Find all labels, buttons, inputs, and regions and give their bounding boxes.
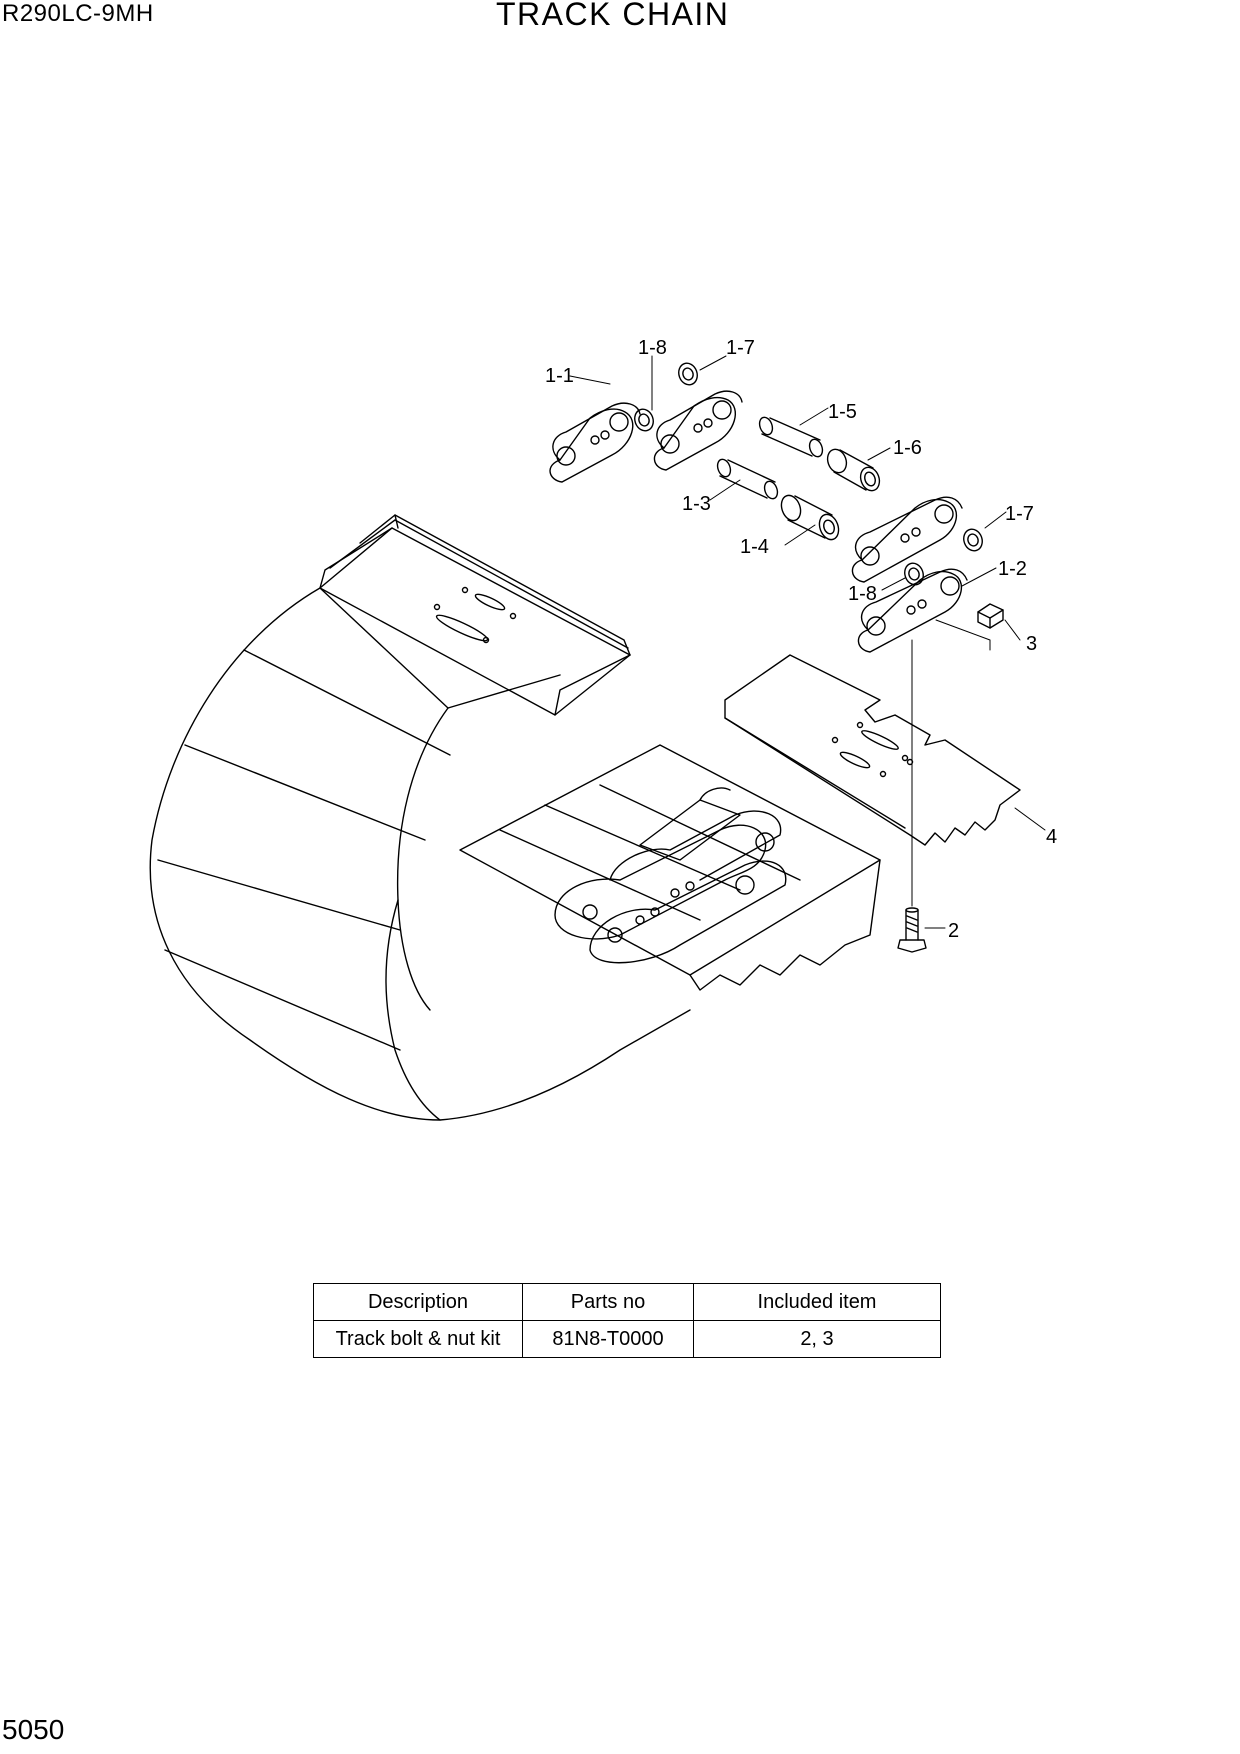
callout-1-8-top: 1-8 (638, 337, 667, 359)
kit-included-item-cell: 2, 3 (693, 1320, 941, 1358)
kit-table-header: Parts no (522, 1283, 694, 1321)
kit-table-header: Included item (693, 1283, 941, 1321)
upper-track-shoe (319, 514, 631, 716)
kit-table-header: Description (313, 1283, 523, 1321)
track-shoe (724, 654, 1021, 846)
callout-1-7-top: 1-7 (726, 337, 755, 359)
table-row: Track bolt & nut kit 81N8-T0000 2, 3 (313, 1320, 941, 1358)
track-nut (977, 603, 1004, 629)
seal-ring-1-7-top (678, 362, 698, 386)
kit-description-cell: Track bolt & nut kit (313, 1320, 523, 1358)
track-link-middle (653, 390, 743, 471)
seal-ring-1-8-right (904, 562, 924, 586)
callout-1-4: 1-4 (740, 536, 769, 558)
seal-ring-1-7-right (963, 528, 983, 552)
lower-chain-section (459, 744, 881, 991)
callout-1-5: 1-5 (828, 401, 857, 423)
kit-parts-no-cell: 81N8-T0000 (522, 1320, 694, 1358)
track-assembly-outline (149, 587, 691, 1121)
callout-2: 2 (948, 920, 959, 942)
kit-table: Description Parts no Included item Track… (313, 1283, 941, 1358)
page-title: TRACK CHAIN (496, 0, 730, 32)
track-pin-upper (758, 416, 824, 458)
track-link-right-lower (857, 568, 968, 653)
callout-1-3: 1-3 (682, 493, 711, 515)
page-number: 5050 (2, 1714, 65, 1745)
track-pin-lower (716, 458, 779, 500)
track-link-right-upper (851, 496, 963, 583)
model-number: R290LC-9MH (2, 0, 154, 27)
callout-leaders (569, 355, 1046, 929)
callout-1-6: 1-6 (893, 437, 922, 459)
callout-labels: 1-1 1-8 1-7 1-5 1-6 1-3 1-4 1-7 1-2 1-8 … (545, 337, 1057, 942)
seal-ring-top (634, 408, 654, 432)
bushing-upper (826, 448, 881, 492)
callout-4: 4 (1046, 826, 1057, 848)
kit-table-header-row: Description Parts no Included item (313, 1283, 941, 1321)
bushing-lower (780, 494, 840, 541)
callout-1-8-right: 1-8 (848, 583, 877, 605)
callout-1-1: 1-1 (545, 365, 574, 387)
track-link-left (549, 402, 641, 483)
callout-3: 3 (1026, 633, 1037, 655)
callout-1-2: 1-2 (998, 558, 1027, 580)
track-bolt (897, 907, 927, 953)
callout-1-7-right: 1-7 (1005, 503, 1034, 525)
